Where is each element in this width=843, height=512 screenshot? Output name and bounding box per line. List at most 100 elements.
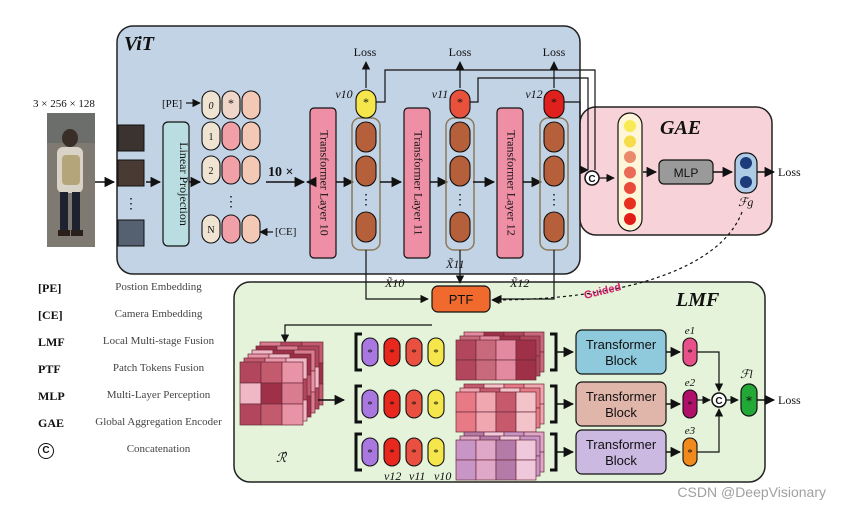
branch-token-star: * xyxy=(433,447,439,459)
embedding-token xyxy=(241,214,261,244)
transformer-layer xyxy=(496,107,524,259)
branch-token-star: * xyxy=(367,447,373,459)
cls-token xyxy=(449,89,471,119)
feature-cell xyxy=(281,361,304,384)
pe-tag: [PE] xyxy=(162,98,182,110)
index-token xyxy=(201,121,221,151)
svg-text:*: * xyxy=(746,394,752,408)
transformer-block-label: Transformer xyxy=(586,437,657,452)
cls-token xyxy=(221,90,241,120)
feature-cell xyxy=(475,391,497,413)
patch-token xyxy=(355,211,377,243)
feature-cell xyxy=(260,382,283,405)
transformer-layer xyxy=(403,107,431,259)
branch-token-star: * xyxy=(367,399,373,411)
svg-text:Loss: Loss xyxy=(543,45,566,59)
svg-text:⋮: ⋮ xyxy=(124,196,138,212)
cls-token xyxy=(543,89,565,119)
gae-concat-label: C xyxy=(588,174,595,185)
feature-cell xyxy=(281,382,304,405)
branch-token xyxy=(427,437,445,467)
embedding-token xyxy=(241,155,261,185)
patch-token xyxy=(543,211,565,243)
ce-tag: [CE] xyxy=(275,226,296,238)
lmf-branches: ****TransformerBlock*e1****TransformerBl… xyxy=(354,325,724,481)
column-ellipsis: ⋮ xyxy=(359,193,373,208)
gae-token-dot xyxy=(624,166,636,179)
bracket-left xyxy=(354,432,362,472)
feature-cell xyxy=(515,439,537,461)
bottom-label-v11: v11 xyxy=(409,469,425,483)
token-index-label: 1 xyxy=(209,132,214,143)
feature-cell xyxy=(475,359,497,381)
gae-token-dot xyxy=(624,197,636,210)
transformer-layer-label: Transformer Layer 10 xyxy=(317,130,331,236)
r-hat-cube xyxy=(239,341,324,426)
input-size-label: 3 × 256 × 128 xyxy=(33,98,95,110)
branch-token-star: * xyxy=(433,347,439,359)
feature-cell xyxy=(239,403,262,426)
branch-token-star: * xyxy=(433,399,439,411)
branch-token xyxy=(405,337,423,367)
lmf-concat-label: C xyxy=(715,396,722,407)
ptf-label: PTF xyxy=(449,292,474,307)
feature-cell xyxy=(515,359,537,381)
gae-output-label: ℱg xyxy=(738,195,753,209)
branch-token xyxy=(361,389,379,419)
column-ellipsis: ⋮ xyxy=(453,193,467,208)
ptf-block xyxy=(431,285,491,313)
lmf-final-label: ℱl xyxy=(740,367,753,381)
token-index-label: N xyxy=(207,225,214,236)
legend-row-concat: C Concatenation xyxy=(0,443,240,465)
gae-token-stack xyxy=(617,112,643,232)
patch-token xyxy=(449,121,471,153)
feature-cell xyxy=(455,339,477,361)
patch-token xyxy=(449,155,471,187)
column-ellipsis: ⋮ xyxy=(547,193,561,208)
branch-token-star: * xyxy=(389,447,395,459)
patch-token xyxy=(543,155,565,187)
branch-token-star: * xyxy=(411,399,417,411)
bottom-label-v12: v12 xyxy=(384,469,401,483)
gae-token-dot xyxy=(624,182,636,194)
branch-token xyxy=(405,437,423,467)
branch-token-star: * xyxy=(389,347,395,359)
branch-patch-stack xyxy=(455,331,545,381)
e-token-star: * xyxy=(687,399,693,411)
e-label: e1 xyxy=(685,325,695,337)
feature-cell xyxy=(495,359,517,381)
feature-cell xyxy=(281,403,304,426)
transformer-block-label: Block xyxy=(605,353,637,368)
linear-projection xyxy=(162,121,190,247)
branch-token xyxy=(383,437,401,467)
transformer-layer-label: Transformer Layer 12 xyxy=(504,130,518,236)
feature-cell xyxy=(260,403,283,426)
ptf-to-r-arrow xyxy=(280,324,432,343)
svg-text:Loss: Loss xyxy=(449,45,472,59)
gae-token-dot xyxy=(624,151,636,163)
branch-token-star: * xyxy=(411,347,417,359)
patch-token xyxy=(355,121,377,153)
transformer-layer-label: Transformer Layer 11 xyxy=(411,130,425,235)
patch-label-11: X̃11 xyxy=(445,257,464,271)
branch-token xyxy=(361,337,379,367)
branch-token xyxy=(427,389,445,419)
branch-patch-stack xyxy=(455,431,545,481)
cls-star: * xyxy=(363,95,369,109)
gae-token-dot xyxy=(624,213,636,225)
bracket-right xyxy=(550,432,558,472)
watermark: CSDN @DeepVisionary xyxy=(677,484,826,500)
concat-icon: C xyxy=(38,443,54,459)
bracket-left xyxy=(354,332,362,372)
repeat-label: 10 × xyxy=(268,165,293,180)
branch-token-star: * xyxy=(367,347,373,359)
embedding-token xyxy=(241,90,261,120)
lmf-loss-label: Loss xyxy=(778,393,801,407)
e-token-star: * xyxy=(687,447,693,459)
transformer-block-label: Block xyxy=(605,405,637,420)
branch-token xyxy=(383,337,401,367)
